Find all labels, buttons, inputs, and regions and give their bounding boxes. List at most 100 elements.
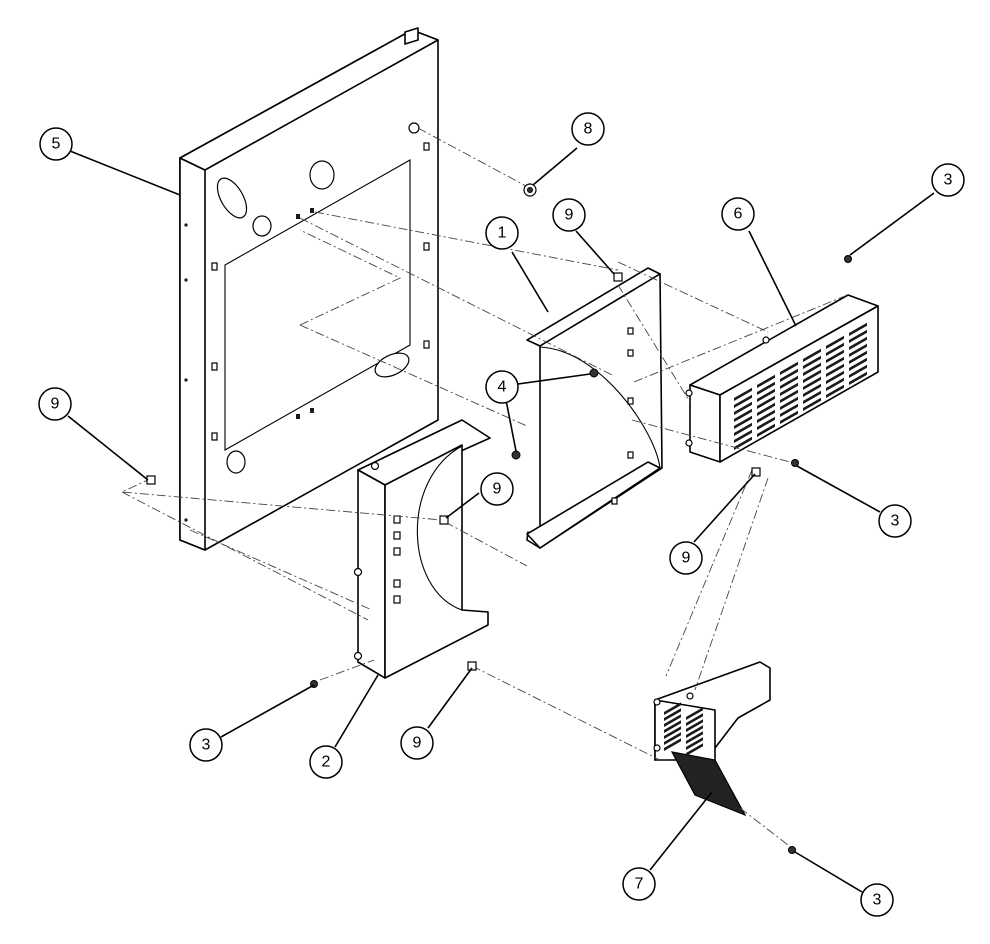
vent-slot xyxy=(849,371,867,385)
callout-3: 3 xyxy=(878,504,912,538)
vent-slot xyxy=(734,415,752,429)
vent-slot xyxy=(734,394,752,408)
vent-slot xyxy=(734,422,752,436)
vent-slot xyxy=(734,401,752,415)
nut-clip-icon xyxy=(467,661,477,671)
vent-slot xyxy=(780,368,798,382)
vent-slot xyxy=(803,362,821,376)
callout-bubbles: 5 8 1 9 6 3 4 9 9 3 9 3 2 9 7 3 xyxy=(38,112,965,917)
vent-slot xyxy=(757,395,775,409)
vent-slot xyxy=(686,731,703,744)
vent-slot xyxy=(686,713,703,726)
vent-slot xyxy=(734,429,752,443)
vent-slot xyxy=(803,369,821,383)
vent-slot xyxy=(849,329,867,343)
vent-slot xyxy=(849,357,867,371)
svg-text:5: 5 xyxy=(52,136,61,153)
svg-text:3: 3 xyxy=(873,892,882,909)
svg-text:2: 2 xyxy=(322,754,331,771)
vent-slot xyxy=(757,423,775,437)
nut-clip-icon xyxy=(613,272,623,282)
vent-slot xyxy=(757,381,775,395)
vent-slot xyxy=(803,390,821,404)
callout-3: 3 xyxy=(189,728,223,762)
part-2-side-bracket xyxy=(353,419,491,679)
callout-4: 4 xyxy=(485,370,519,404)
callout-leaders xyxy=(67,147,935,893)
callout-9: 9 xyxy=(669,541,703,575)
vent-slot xyxy=(826,335,844,349)
vent-slot xyxy=(780,361,798,375)
svg-text:3: 3 xyxy=(944,172,953,189)
vent-slot xyxy=(826,384,844,398)
vent-slot xyxy=(803,348,821,362)
svg-text:7: 7 xyxy=(635,876,644,893)
vent-slot xyxy=(734,436,752,450)
vent-slot xyxy=(664,720,681,733)
vent-slot xyxy=(780,389,798,403)
callout-1: 1 xyxy=(485,216,519,250)
vent-slot xyxy=(826,349,844,363)
svg-text:9: 9 xyxy=(565,207,574,224)
vent-slot xyxy=(803,376,821,390)
callout-9: 9 xyxy=(552,198,586,232)
vent-slot xyxy=(664,732,681,745)
vent-slot xyxy=(664,714,681,727)
callout-6: 6 xyxy=(721,197,755,231)
vent-slot xyxy=(686,707,703,720)
svg-text:3: 3 xyxy=(891,513,900,530)
vent-slot xyxy=(780,410,798,424)
callout-8: 8 xyxy=(571,112,605,146)
vent-slot xyxy=(803,383,821,397)
vent-slot xyxy=(757,388,775,402)
svg-text:8: 8 xyxy=(584,121,593,138)
callout-3: 3 xyxy=(860,883,894,917)
vent-slot xyxy=(826,356,844,370)
vent-slot xyxy=(734,408,752,422)
vent-slot xyxy=(849,322,867,336)
vent-slot xyxy=(780,403,798,417)
vent-slot xyxy=(803,397,821,411)
vent-slot xyxy=(664,708,681,721)
vent-slot xyxy=(757,402,775,416)
vent-slot xyxy=(757,416,775,430)
nut-clip-icon xyxy=(146,475,156,485)
part-1-center-bracket xyxy=(526,267,663,549)
svg-text:9: 9 xyxy=(682,550,691,567)
callout-9: 9 xyxy=(480,472,514,506)
vent-slot xyxy=(826,363,844,377)
svg-text:1: 1 xyxy=(498,225,507,242)
vent-slot xyxy=(686,725,703,738)
vent-slot xyxy=(780,375,798,389)
nut-clip-icon xyxy=(751,467,761,477)
callout-9: 9 xyxy=(38,387,72,421)
callout-9: 9 xyxy=(400,726,434,760)
vent-slot xyxy=(826,342,844,356)
vent-slot xyxy=(686,719,703,732)
vent-slot xyxy=(664,726,681,739)
part-7-lower-vent-tray xyxy=(653,661,771,817)
vent-slot xyxy=(849,364,867,378)
screw-icon xyxy=(788,846,796,854)
screw-icon xyxy=(844,255,852,263)
vent-slot xyxy=(826,377,844,391)
vent-slot xyxy=(803,355,821,369)
vent-slot xyxy=(757,374,775,388)
callout-3: 3 xyxy=(931,163,965,197)
svg-text:4: 4 xyxy=(498,379,507,396)
nut-clip-icon xyxy=(439,515,449,525)
vent-slot xyxy=(849,343,867,357)
svg-text:9: 9 xyxy=(493,481,502,498)
part-6-vented-cover xyxy=(685,294,879,463)
callout-5: 5 xyxy=(39,127,73,161)
nut-icon xyxy=(589,368,599,378)
vent-slot xyxy=(686,743,703,756)
vent-slot xyxy=(826,370,844,384)
vent-slot xyxy=(849,336,867,350)
callout-7: 7 xyxy=(622,867,656,901)
vent-slot xyxy=(664,738,681,751)
callout-2: 2 xyxy=(309,745,343,779)
vent-slot xyxy=(780,396,798,410)
vent-slot xyxy=(757,409,775,423)
